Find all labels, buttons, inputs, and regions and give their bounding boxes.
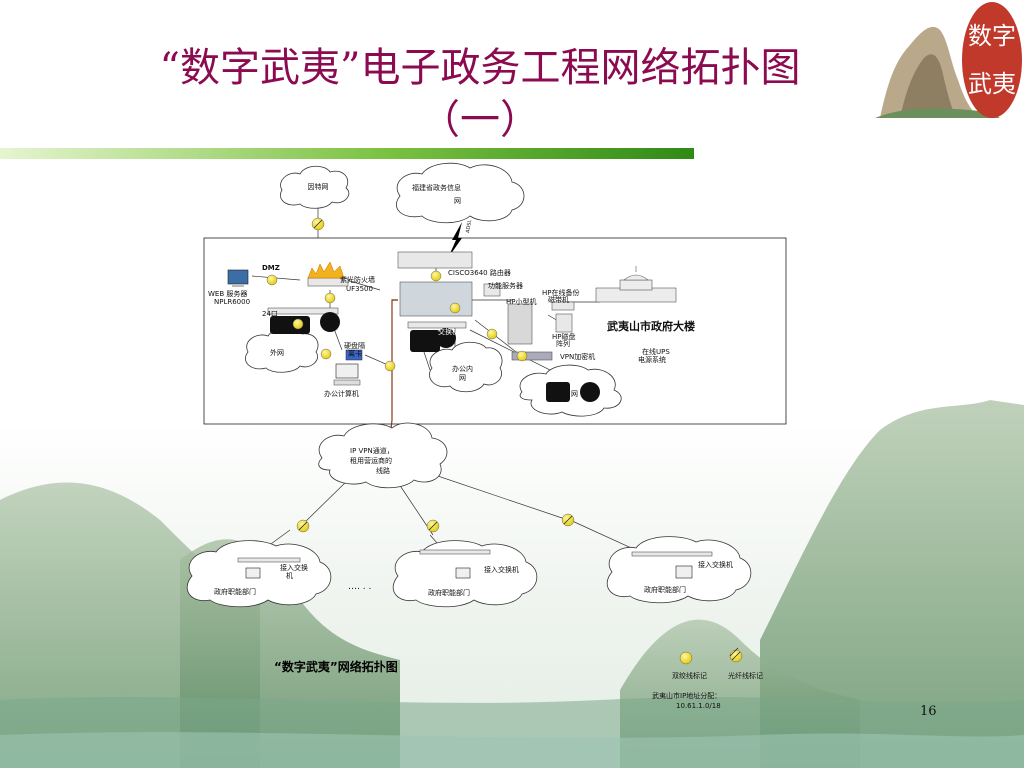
- web-server-label-line1: WEB 服务器: [208, 290, 248, 298]
- switch-24-port: [267, 307, 339, 315]
- twisted-symbol: [292, 318, 304, 330]
- svg-text:数字: 数字: [968, 22, 1016, 50]
- vpn-channel-label-line3: 线路: [376, 467, 390, 475]
- twisted-symbol: [486, 328, 498, 340]
- diagram-caption: “数字武夷”网络拓扑图: [274, 660, 398, 674]
- external-net-cloud: [245, 327, 319, 373]
- core-switch: [407, 321, 467, 329]
- dept3-label: 政府职能部门: [644, 586, 686, 594]
- hp-minicomputer: [507, 303, 533, 345]
- web-server-label-line2: NPLR6000: [214, 298, 251, 306]
- router-label: CISCO3640 路由器: [448, 269, 511, 277]
- ip-allocation-label-line2: 10.61.1.0/18: [676, 702, 721, 710]
- vpn-device-label: VPN加密机: [560, 353, 596, 361]
- isolation-card: [345, 349, 363, 361]
- dept-switch-2: [419, 549, 491, 555]
- internet-cloud: [280, 165, 350, 209]
- dept2-label: 政府职能部门: [428, 589, 470, 597]
- office-net-label-line1: 办公内: [452, 365, 473, 373]
- dept-switch-1: [237, 557, 301, 563]
- twisted-symbol: [324, 292, 336, 304]
- twisted-symbol: [449, 302, 461, 314]
- cisco-router: [397, 251, 473, 269]
- office-pc-label: 办公计算机: [324, 390, 359, 398]
- external-net-label: 外网: [270, 349, 284, 357]
- dept-pc-3: [675, 565, 693, 579]
- internet-label: 因特网: [307, 183, 329, 191]
- legend-twisted-symbol: [679, 651, 693, 665]
- twisted-symbol: [266, 274, 278, 286]
- hp-minicomputer-label: HP小型机: [506, 298, 537, 306]
- hp-disk-array: [555, 313, 573, 333]
- main-switch-label: 交换机34: [438, 328, 468, 336]
- dept-pc-1: [245, 567, 261, 579]
- dept-switch-3: [631, 551, 713, 557]
- hp-disk-label-line2: 阵列: [556, 340, 570, 348]
- twisted-symbol: [430, 270, 442, 282]
- hp-backup-label-line2: 磁带机: [548, 296, 569, 304]
- hp-backup-label-line1: HP在线备份: [542, 289, 580, 297]
- main-switch: [399, 281, 473, 317]
- office-computer: [335, 363, 359, 379]
- dept2-switch-label: 接入交换机: [484, 566, 519, 574]
- slide-title-line1: “数字武夷”电子政务工程网络拓扑图: [159, 45, 801, 91]
- office-net-cloud: [429, 341, 503, 393]
- dept1-switch-label-line2: 机: [286, 572, 293, 580]
- slide-title-line2: （一）: [420, 97, 540, 143]
- city-hall-label: 武夷山市政府大楼: [607, 320, 695, 333]
- office-net-label-line2: 网: [459, 374, 466, 382]
- function-server-label: 功能服务器: [488, 282, 523, 290]
- twisted-symbol: [516, 350, 528, 362]
- fujian-net-label-line1: 福建省政务信息: [412, 184, 461, 192]
- legend-fiber-label: 光纤线标记: [728, 672, 763, 680]
- title-underline-bar: [0, 148, 694, 159]
- ups-label-line2: 电源系统: [638, 356, 666, 364]
- dept1-switch-label-line1: 接入交换: [280, 564, 308, 572]
- twisted-symbol: [320, 348, 332, 360]
- isolation-card-label-line1: 硬盘隔: [344, 342, 365, 350]
- function-server: [483, 283, 501, 297]
- web-server-monitor: [227, 269, 249, 285]
- dmz-label: DMZ: [262, 264, 280, 272]
- dept3-switch-label: 接入交换机: [698, 561, 733, 569]
- twisted-symbol: [384, 360, 396, 372]
- isolation-card-label-line2: 离卡: [348, 350, 362, 358]
- vpn-channel-label-line2: 租用营运商的: [350, 457, 392, 465]
- hp-tape-drive: [551, 301, 575, 311]
- page-number: 16: [920, 704, 937, 719]
- city-hall-building-icon: [595, 266, 677, 303]
- switch-24-label: 24口: [262, 310, 278, 318]
- dept-pc-2: [455, 567, 471, 579]
- slide-title: “数字武夷”电子政务工程网络拓扑图 （一）: [60, 42, 900, 146]
- hp-disk-label-line1: HP磁盘: [552, 333, 576, 341]
- wireless-link-icon: [448, 222, 462, 258]
- digital-wuyi-logo: 数字 武夷: [875, 2, 1022, 118]
- vpn-channel-label-line1: IP VPN通道，: [350, 447, 394, 455]
- ip-allocation-label-line1: 武夷山市IP地址分配：: [652, 692, 722, 700]
- inner-net-cloud: [519, 364, 622, 417]
- firewall-label-line1: 紫光防火墙: [340, 276, 375, 284]
- ups-label-line1: 在线UPS: [642, 348, 670, 356]
- inner-net-label: 网: [571, 390, 578, 398]
- firewall-flame-icon: [307, 261, 345, 279]
- more-depts-ellipsis: …. . .: [348, 582, 372, 592]
- fujian-net-label-line2: 网: [454, 197, 461, 205]
- svg-text:武夷: 武夷: [968, 70, 1016, 98]
- firewall-label-line2: UF3500: [346, 285, 373, 293]
- legend-twisted-label: 双绞线标记: [672, 672, 707, 680]
- vpn-channel-cloud: [318, 422, 448, 489]
- vpn-encryptor: [511, 351, 553, 361]
- fujian-net-cloud: [396, 162, 525, 224]
- dept1-label: 政府职能部门: [214, 588, 256, 596]
